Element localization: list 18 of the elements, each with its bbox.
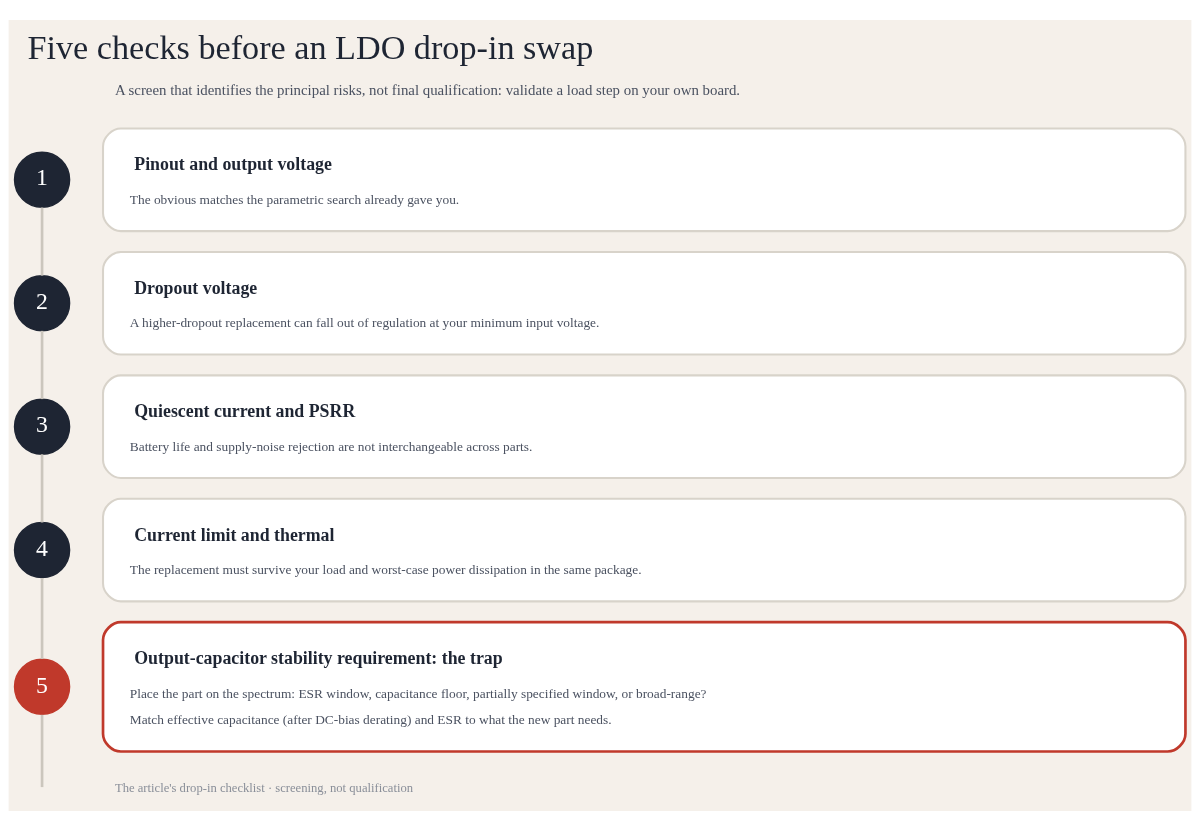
node-circle: 3 [13, 397, 71, 455]
diagram-title: Five checks before an LDO drop-in swap [27, 28, 594, 66]
node-circle: 1 [13, 151, 71, 208]
label: A screen that identifies the principal risks, not final qualification: validate a load step on your own board. [114, 81, 741, 98]
node-box: Dropout voltage A higher-dropout replacement can fall out of regulation at your minimum input voltage. [101, 250, 1187, 356]
connector [40, 330, 44, 399]
node-box: Pinout and output voltage The obvious matches the parametric search already gave you. [101, 127, 1187, 232]
node-box: Current limit and thermal The replacement must survive your load and worst-case power dissipation in the same package. [101, 497, 1187, 602]
node-circle: 4 [13, 521, 71, 578]
node-circle: 2 [13, 274, 71, 331]
node-box: Quiescent current and PSRR Battery life and supply-noise rejection are not interchangeable across parts. [101, 373, 1187, 479]
connector [40, 206, 44, 276]
label: The article's drop-in checklist · screening, not qualification [114, 780, 414, 795]
connector [40, 577, 44, 659]
node-circle: 5 [13, 658, 71, 715]
connector [40, 714, 44, 787]
node-box: Output-capacitor stability requirement: the trap Place the part on the spectrum: ESR window, capacitance floor, partially specified window, or broad-range? Match effective capacitance (after DC-bias derating) and ESR to what the new part needs. [101, 620, 1187, 753]
connector [40, 453, 44, 522]
